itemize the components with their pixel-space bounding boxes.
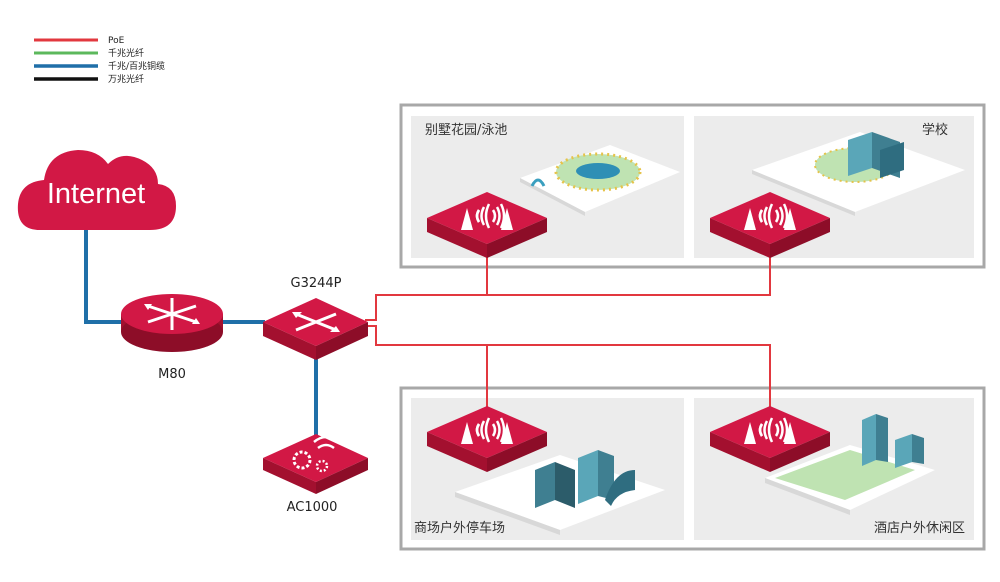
legend-label: 千兆/百兆铜缆 [108,60,165,72]
legend-label: 千兆光纤 [108,47,144,59]
mall-scene-illustration [455,450,665,535]
legend-item-gigabit-fiber: 千兆光纤 [34,47,144,59]
switch-g3244p[interactable]: G3244P [263,276,368,360]
switch-label: G3244P [291,276,342,291]
internet-cloud[interactable]: Internet [17,150,176,230]
school-label: 学校 [922,122,948,138]
internet-router-link [84,220,125,324]
villa-scene-illustration [520,145,680,216]
hotel-label: 酒店户外休闲区 [874,520,965,536]
legend-label: 万兆光纤 [108,73,144,85]
copper-links [84,220,318,440]
controller-label: AC1000 [287,500,338,515]
legend-item-10g-fiber: 万兆光纤 [34,73,144,85]
cloud-icon [17,150,176,230]
legend-item-poe: PoE [34,36,125,46]
mall-label: 商场户外停车场 [414,520,505,536]
ac-controller-icon [263,434,368,494]
hotel-scene-illustration [765,414,935,515]
router-icon [121,294,223,352]
ac1000-controller[interactable]: AC1000 [263,434,368,515]
legend-item-copper: 千兆/百兆铜缆 [34,60,165,72]
legend: PoE 千兆光纤 千兆/百兆铜缆 万兆光纤 [34,36,165,85]
cloud-label: Internet [47,178,145,210]
school-scene-illustration [752,132,965,216]
villa-label: 别墅花园/泳池 [425,122,507,138]
router-m80[interactable]: M80 [121,294,223,382]
switch-icon [263,298,368,360]
router-label: M80 [158,367,186,382]
legend-label: PoE [108,36,125,46]
